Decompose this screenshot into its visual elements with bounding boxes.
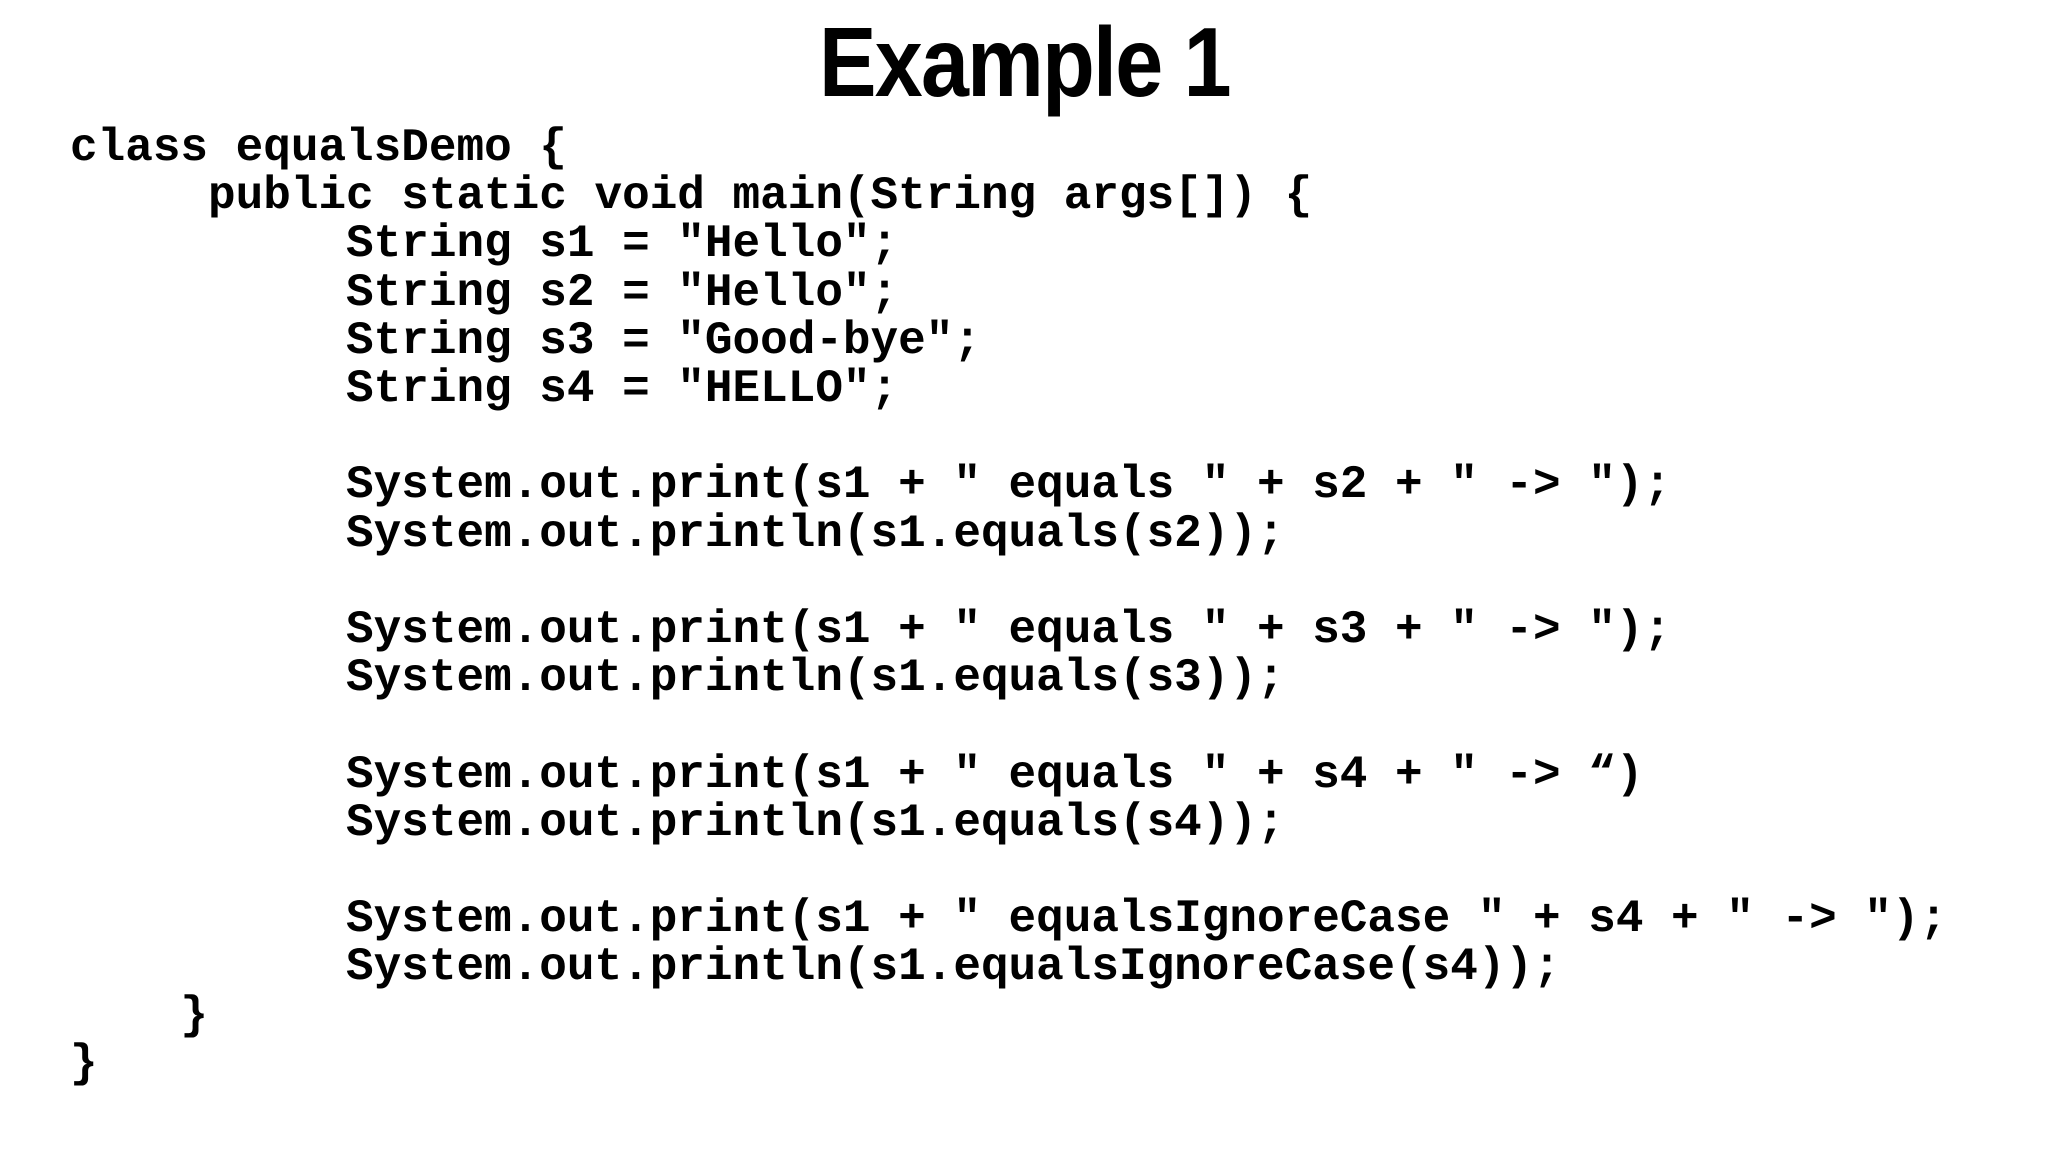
code-line: class equalsDemo { <box>70 122 567 174</box>
code-line <box>70 847 2048 895</box>
code-line: System.out.print(s1 + " equals " + s3 + … <box>70 604 1672 656</box>
code-line: } <box>70 1037 98 1090</box>
code-block: class equalsDemo { public static void ma… <box>0 118 2048 1088</box>
code-line: System.out.println(s1.equals(s2)); <box>70 507 1285 560</box>
code-line: System.out.print(s1 + " equals " + s2 + … <box>70 459 1672 512</box>
code-line: String s4 = "HELLO"; <box>70 363 899 416</box>
code-line: System.out.print(s1 + " equalsIgnoreCase… <box>70 893 1948 946</box>
code-line: String s2 = "Hello"; <box>70 266 899 319</box>
code-line <box>70 413 2048 461</box>
code-line: public static void main(String args[]) { <box>70 170 1313 223</box>
code-line: System.out.println(s1.equalsIgnoreCase(s… <box>70 941 1561 994</box>
code-line: System.out.print(s1 + " equals " + s4 + … <box>70 748 1644 801</box>
code-line <box>70 558 2048 606</box>
slide-title: Example 1 <box>0 0 2048 118</box>
code-line: } <box>70 989 209 1042</box>
code-line: String s1 = "Hello"; <box>70 218 899 271</box>
code-line: String s3 = "Good-bye"; <box>70 314 981 367</box>
code-line: System.out.println(s1.equals(s4)); <box>70 796 1285 849</box>
code-line <box>70 702 2048 750</box>
slide-title-text: Example 1 <box>818 7 1232 117</box>
code-line: System.out.println(s1.equals(s3)); <box>70 652 1285 705</box>
